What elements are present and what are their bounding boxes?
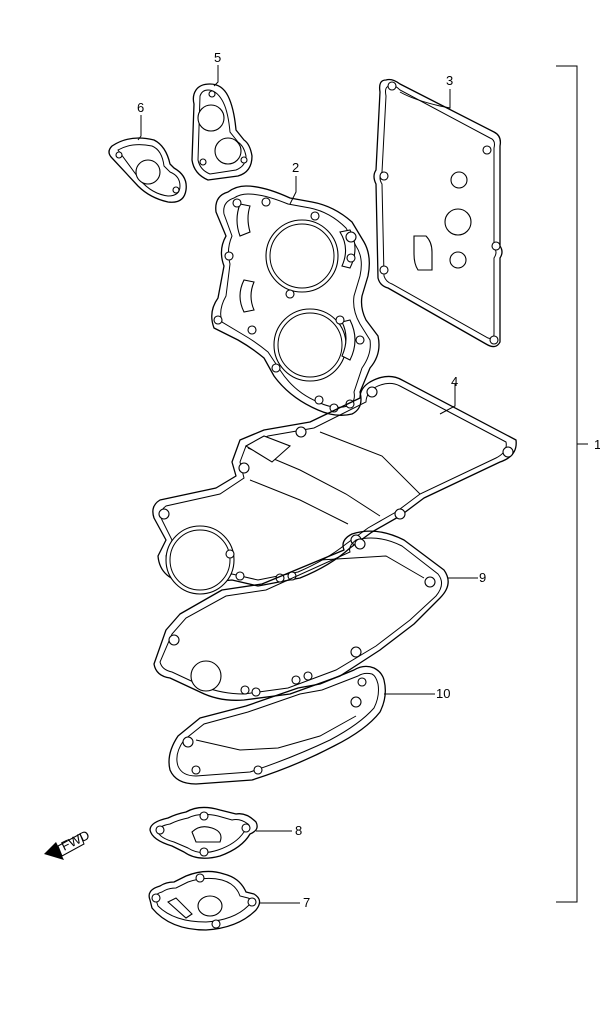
callout-9: 9 [479,570,486,585]
callout-labels: 1 2 3 4 5 6 7 8 9 10 [137,50,600,910]
fwd-label: FWD [59,827,92,853]
gasket-10[interactable] [168,665,386,785]
leader-lines [137,65,478,904]
gasket-5[interactable] [191,83,253,181]
gasket-3[interactable] [373,78,503,348]
forward-arrow-icon: FWD [44,827,92,860]
callout-3: 3 [446,73,453,88]
callout-4: 4 [451,374,458,389]
gasket-4[interactable] [152,375,517,595]
callout-10: 10 [436,686,450,701]
callout-8: 8 [295,823,302,838]
callout-2: 2 [292,160,299,175]
callout-1: 1 [594,437,600,452]
callout-6: 6 [137,100,144,115]
gasket-8[interactable] [149,806,258,859]
gasket-6[interactable] [108,137,187,203]
head-gasket-2[interactable] [211,185,380,416]
gasket-7[interactable] [148,870,261,931]
callout-7: 7 [303,895,310,910]
callout-5: 5 [214,50,221,65]
kit-bracket [556,65,588,903]
gasket-9[interactable] [153,530,449,701]
